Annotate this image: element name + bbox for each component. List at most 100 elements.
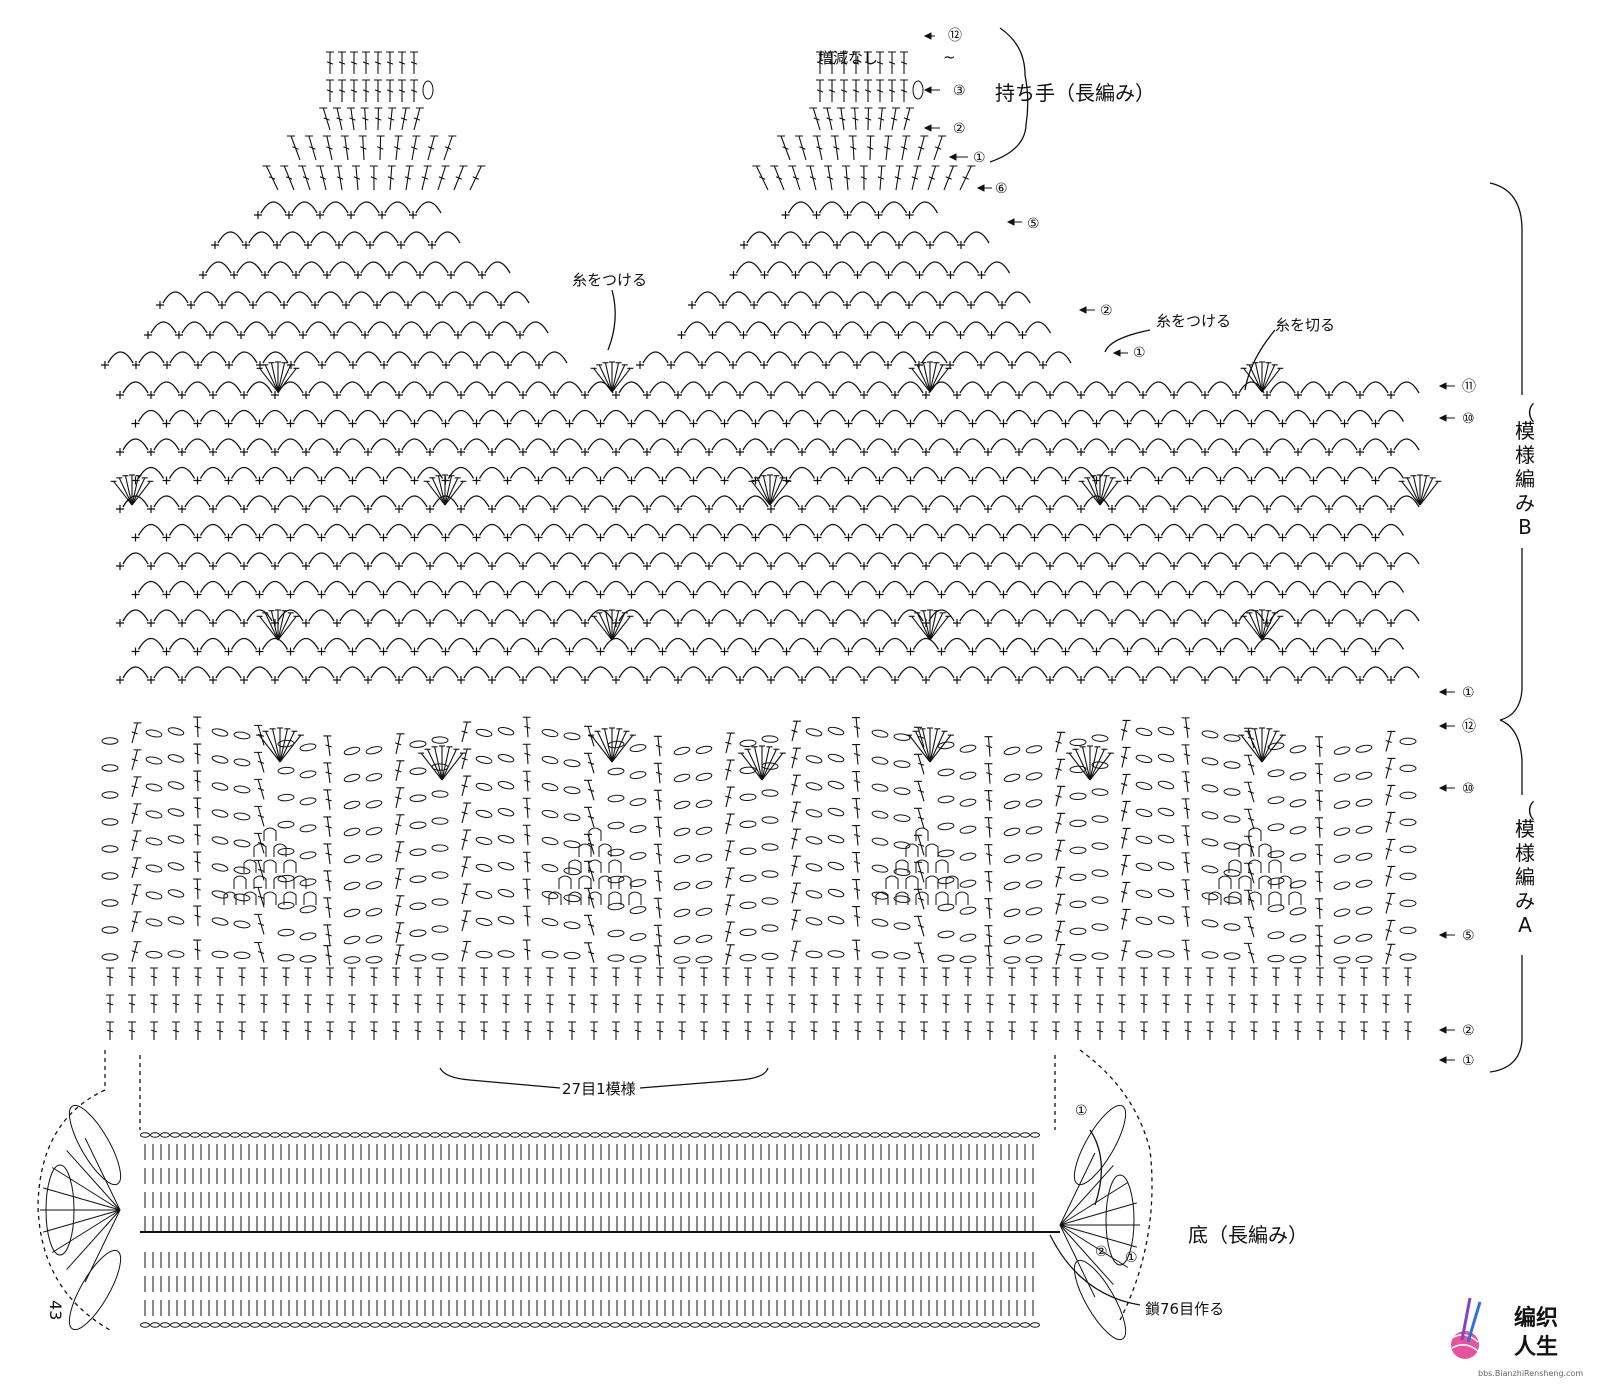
chain-stitch-ovals bbox=[101, 80, 1417, 964]
sc-mark bbox=[843, 211, 852, 219]
pineapple-mark bbox=[1248, 827, 1262, 841]
treble-mark bbox=[193, 824, 202, 846]
sc-mark bbox=[392, 331, 400, 339]
treble-mark bbox=[150, 994, 158, 1013]
sc-mark bbox=[1185, 476, 1194, 485]
treble-mark bbox=[840, 79, 848, 102]
chain-mark bbox=[871, 918, 889, 927]
chain-mark bbox=[541, 756, 559, 765]
chain-mark bbox=[497, 888, 515, 898]
arch-mark bbox=[1207, 495, 1234, 508]
arch-mark bbox=[773, 552, 800, 565]
arch-mark bbox=[432, 381, 459, 394]
sc-mark bbox=[1325, 448, 1333, 456]
base-chain-top bbox=[330, 1132, 340, 1138]
sc-mark bbox=[428, 241, 436, 249]
chain-mark bbox=[1223, 869, 1241, 877]
arch-mark bbox=[633, 523, 661, 536]
arch-mark bbox=[928, 495, 955, 508]
chain-mark bbox=[101, 764, 119, 772]
sc-mark bbox=[503, 419, 512, 428]
arch-mark bbox=[587, 666, 614, 679]
sc-mark bbox=[302, 562, 310, 570]
arch-mark bbox=[447, 580, 475, 593]
chain-mark bbox=[893, 952, 911, 960]
treble-mark bbox=[461, 829, 472, 851]
pattern-a-bracket-bottom bbox=[1489, 955, 1523, 1073]
chain-mark bbox=[475, 809, 493, 818]
arch-mark bbox=[1098, 580, 1126, 593]
treble-mark bbox=[458, 1021, 466, 1040]
sc-mark bbox=[411, 361, 419, 369]
round-handle-12: ⑫ bbox=[948, 28, 962, 44]
sc-mark bbox=[1232, 562, 1240, 570]
sc-mark bbox=[178, 448, 186, 456]
chain-mark bbox=[1069, 846, 1087, 855]
base-chain-top bbox=[500, 1132, 510, 1138]
treble-mark bbox=[984, 736, 993, 757]
treble-mark bbox=[1294, 1021, 1302, 1040]
arch-mark bbox=[478, 580, 506, 593]
chain-mark bbox=[1399, 926, 1417, 935]
arch-mark bbox=[336, 321, 363, 334]
chain-mark bbox=[1355, 879, 1373, 888]
sc-mark bbox=[875, 590, 884, 599]
base-fan-ray bbox=[51, 1167, 121, 1211]
treble-mark bbox=[1074, 967, 1082, 986]
treble-mark bbox=[777, 135, 791, 161]
sc-mark bbox=[1061, 476, 1070, 485]
arch-mark bbox=[897, 381, 924, 394]
sc-mark bbox=[534, 419, 543, 428]
round-shoulder-1: ① bbox=[1133, 345, 1146, 361]
arch-mark bbox=[417, 351, 444, 364]
treble-mark bbox=[964, 994, 972, 1013]
sc-mark bbox=[1092, 647, 1101, 656]
base-chain-bottom bbox=[470, 1322, 480, 1328]
treble-mark bbox=[722, 967, 730, 986]
arch-mark bbox=[339, 381, 366, 394]
treble-mark bbox=[1385, 784, 1396, 806]
single-crochet-marks bbox=[101, 211, 1395, 684]
chain-mark bbox=[805, 809, 823, 818]
sc-mark bbox=[255, 647, 264, 656]
arch-mark bbox=[912, 409, 940, 422]
base-fan-ray bbox=[1059, 1224, 1114, 1285]
sc-mark bbox=[860, 448, 868, 456]
base-chain-top bbox=[630, 1132, 640, 1138]
arch-mark bbox=[200, 351, 227, 364]
arch-mark bbox=[447, 637, 475, 650]
sc-mark bbox=[1294, 562, 1302, 570]
chain-mark bbox=[167, 754, 185, 763]
sc-mark bbox=[497, 301, 505, 309]
sc-mark bbox=[116, 619, 124, 627]
sc-mark bbox=[162, 419, 171, 428]
sc-mark bbox=[379, 590, 388, 599]
arch-mark bbox=[788, 580, 816, 593]
treble-mark bbox=[1294, 967, 1302, 986]
pineapple-mark bbox=[233, 875, 247, 889]
sc-mark bbox=[812, 301, 820, 309]
treble-mark bbox=[876, 994, 884, 1013]
sc-mark bbox=[844, 476, 853, 485]
sc-mark bbox=[534, 476, 543, 485]
chain-mark bbox=[365, 854, 383, 863]
sc-mark bbox=[1185, 419, 1194, 428]
chain-mark bbox=[277, 766, 295, 775]
base-chain-bottom bbox=[920, 1322, 930, 1328]
sc-mark bbox=[1123, 476, 1132, 485]
sc-mark bbox=[1340, 533, 1349, 542]
arch-mark bbox=[1114, 552, 1141, 565]
sc-mark bbox=[674, 391, 682, 399]
chain-mark bbox=[167, 727, 185, 736]
sc-mark bbox=[534, 533, 543, 542]
sc-mark bbox=[953, 676, 961, 684]
sc-mark bbox=[488, 676, 496, 684]
arch-mark bbox=[168, 409, 196, 422]
pineapple-mark bbox=[568, 891, 582, 905]
sc-mark bbox=[968, 419, 977, 428]
treble-mark bbox=[193, 905, 202, 927]
treble-mark bbox=[1181, 825, 1190, 846]
sc-mark bbox=[385, 271, 393, 279]
base-chain-bottom bbox=[140, 1322, 150, 1328]
sc-mark bbox=[581, 391, 589, 399]
